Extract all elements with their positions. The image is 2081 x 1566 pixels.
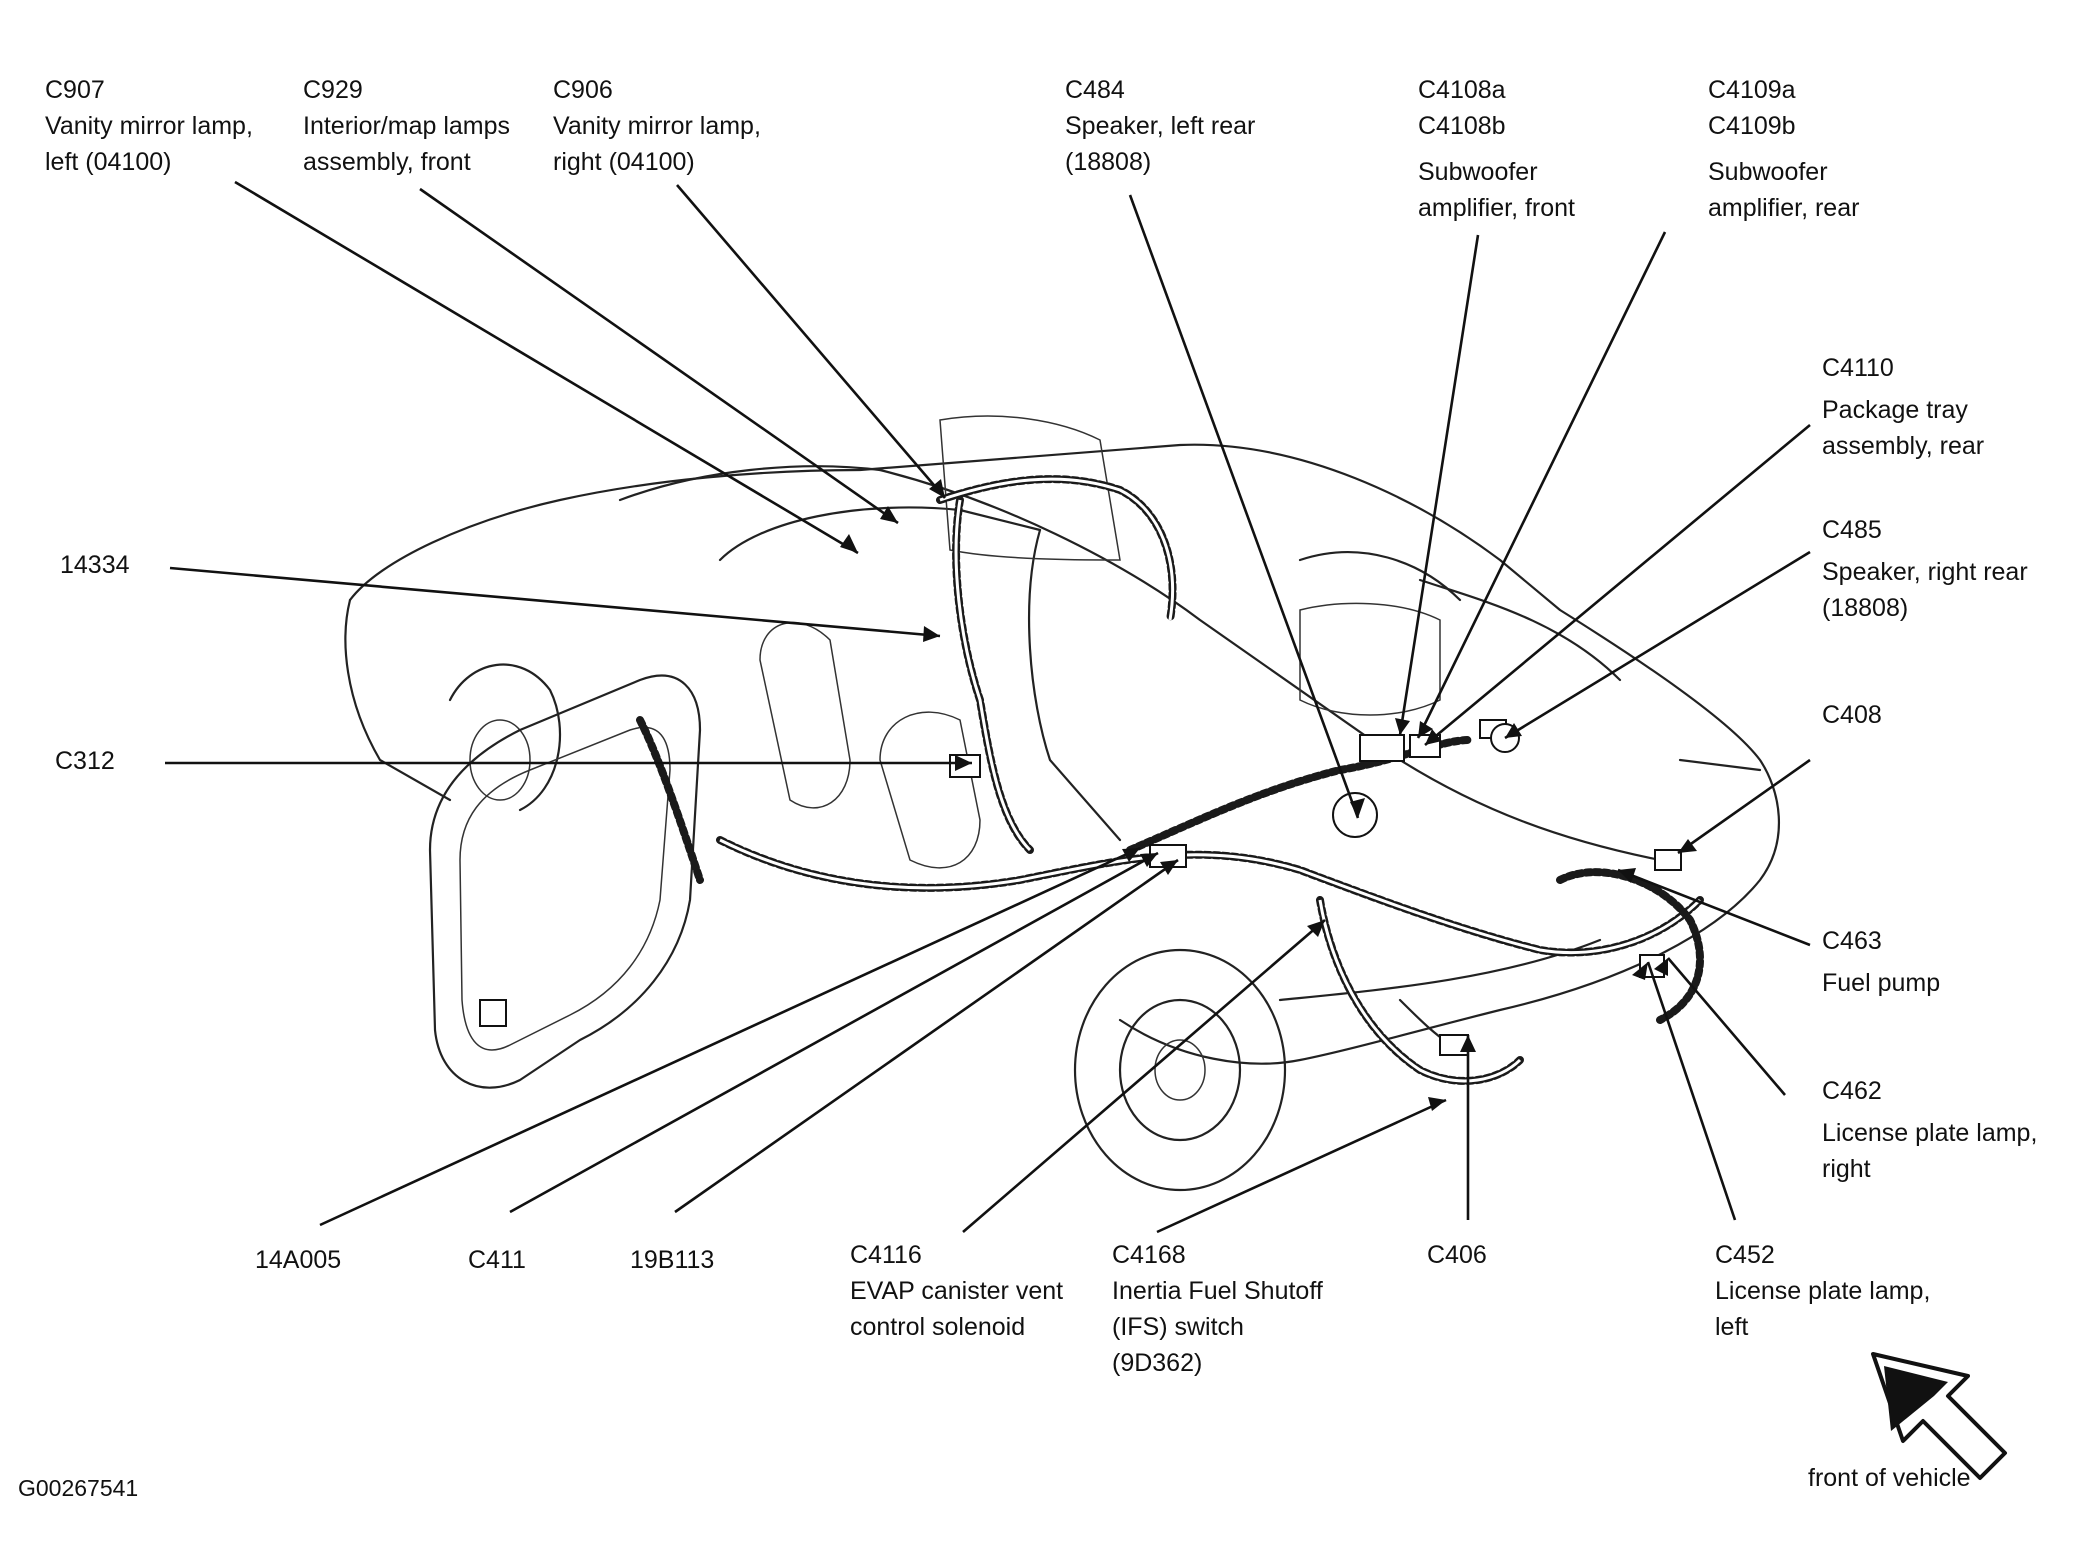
wiring-harness <box>636 475 1704 1085</box>
callout-19b113: 19B113 <box>630 1246 715 1274</box>
callout-c411: C411 <box>468 1246 526 1274</box>
arrow-up-left-icon <box>1871 1352 2007 1480</box>
direction-label: front of vehicle <box>1808 1464 1971 1492</box>
leader-lines <box>165 180 1811 1234</box>
callout-c408: C408 <box>1822 701 1882 729</box>
leader-arrowheads <box>840 479 1697 1111</box>
callout-c406: C406 <box>1427 1241 1487 1269</box>
callout-14a005: 14A005 <box>255 1246 342 1274</box>
figure-id: G00267541 <box>18 1475 139 1501</box>
callout-c312: C312 <box>55 747 115 775</box>
callout-14334: 14334 <box>60 551 130 579</box>
car-body <box>344 415 1780 1192</box>
